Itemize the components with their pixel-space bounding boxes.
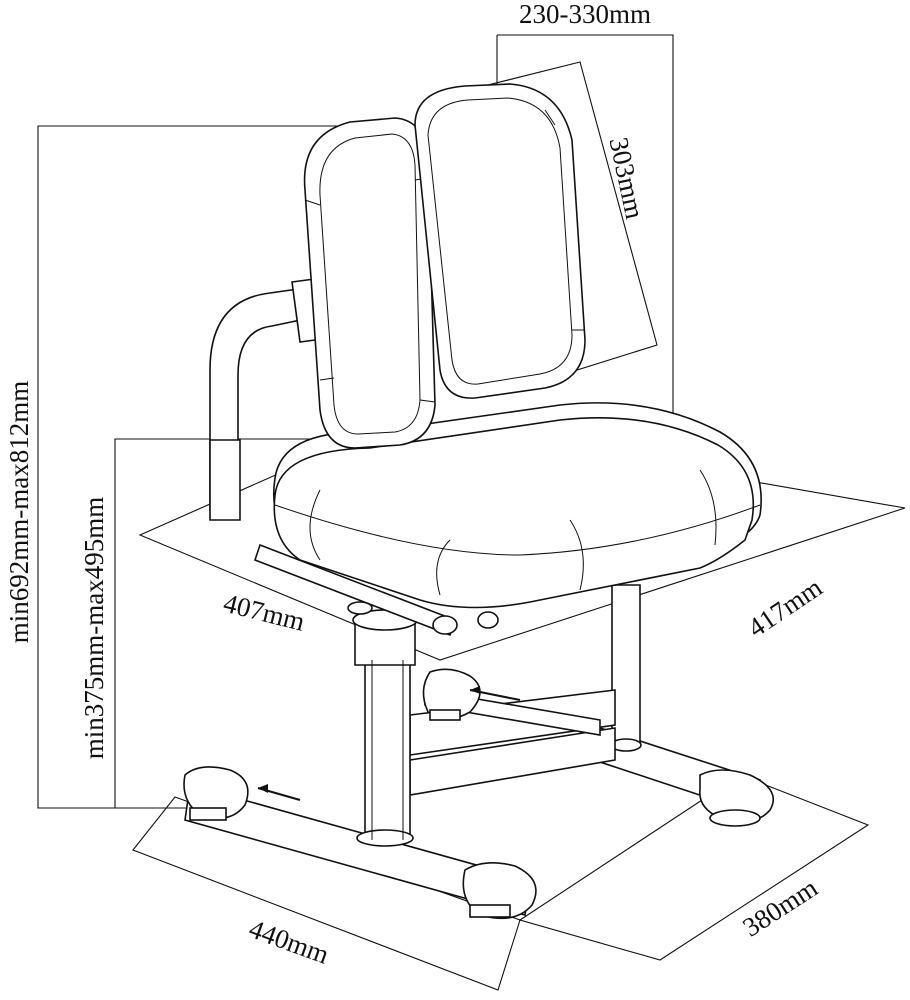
base-depth-dimension-box [518, 774, 870, 961]
base-cross-bar [409, 668, 616, 796]
chair-illustration [183, 83, 775, 920]
backrest-width-dimension-line [497, 34, 674, 550]
front-base-bar [183, 766, 537, 920]
left-backrest-pad [303, 117, 436, 449]
seat-height-dimension-line [114, 438, 330, 808]
seat-width-label: 407mm [221, 588, 308, 637]
seat-depth-label: 417mm [742, 572, 827, 643]
backrest-width-label: 230-330mm [519, 0, 651, 29]
seat-cushion [273, 402, 762, 609]
seat-support-rods [253, 543, 499, 637]
center-column [352, 609, 418, 847]
base-depth-label: 380mm [737, 872, 823, 942]
right-backrest-pad [414, 83, 586, 399]
backrest-height-label: 303mm [604, 135, 651, 222]
total-height-label: min692mm-max812mm [4, 381, 34, 644]
seat-height-label: min375mm-max495mm [79, 497, 109, 760]
total-height-dimension-line [37, 125, 372, 809]
